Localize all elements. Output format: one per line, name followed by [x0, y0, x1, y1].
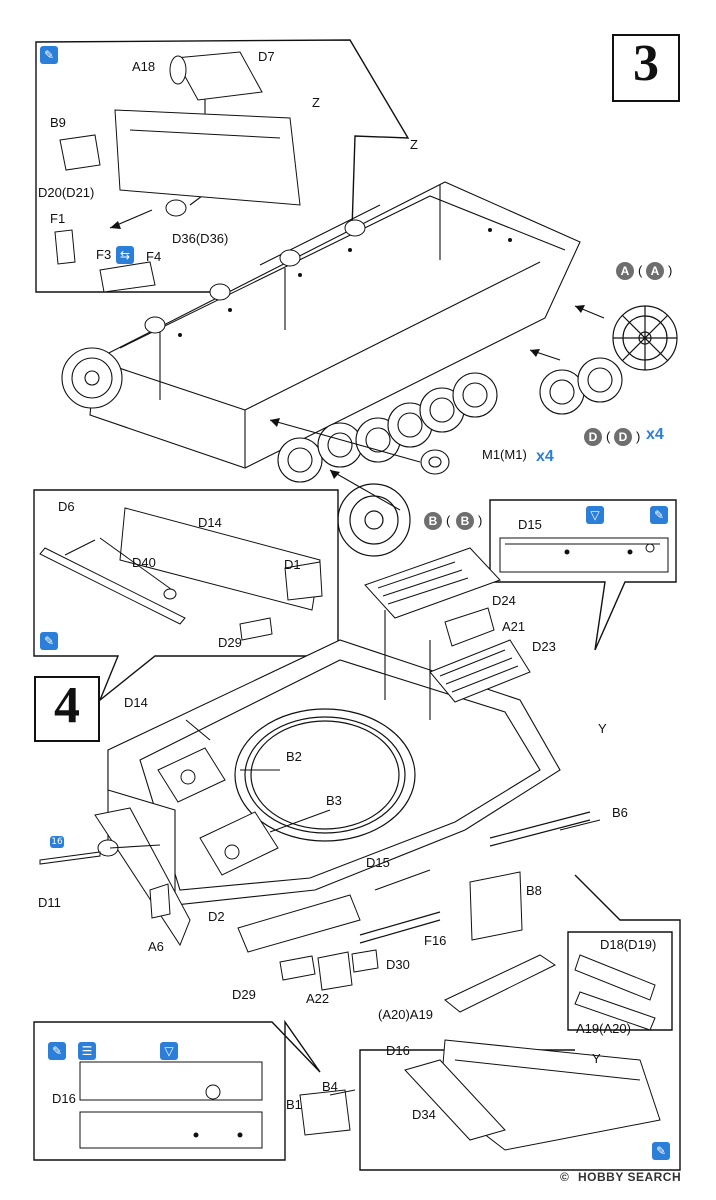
- label-b3: B3: [326, 793, 342, 808]
- cement-icon-bottom-right: ✎: [652, 1142, 670, 1160]
- label-a19a20: A19(A20): [576, 1021, 631, 1036]
- label-b2: B2: [286, 749, 302, 764]
- callout-b-paren-open: (: [446, 513, 451, 528]
- callout-b-paren-close: ): [478, 513, 483, 528]
- cement-icon-step4-left: ✎: [40, 632, 58, 650]
- label-d29-main: D29: [232, 987, 256, 1002]
- length-icon: 16: [50, 836, 64, 848]
- label-z-main: Z: [410, 137, 418, 152]
- label-a21: A21: [502, 619, 526, 634]
- label-a18: A18: [132, 59, 156, 74]
- cement-icon: ✎: [40, 46, 58, 64]
- quantity-m1: x4: [536, 448, 554, 465]
- step4-arrows: [64, 539, 601, 891]
- label-d24: D24: [492, 593, 516, 608]
- label-m1: M1(M1): [482, 447, 527, 462]
- label-z-inset: Z: [312, 95, 320, 110]
- turret-ring: [234, 708, 416, 842]
- flip-icon: ⇆: [116, 246, 134, 264]
- engine-grilles: [364, 547, 531, 703]
- label-y-main: Y: [598, 721, 607, 736]
- road-wheels: [277, 357, 623, 483]
- label-f3: F3: [96, 247, 112, 262]
- label-d40: D40: [132, 555, 156, 570]
- cement-icon-step4-right: ✎: [650, 506, 668, 524]
- step3-number: 3: [612, 34, 680, 102]
- callout-a-paren-close: ): [668, 263, 673, 278]
- step4-right-inset-parts: [499, 537, 669, 573]
- label-d36: D36(D36): [172, 231, 229, 246]
- drill-icon-bottom: ▽: [160, 1042, 178, 1060]
- step3-inset-parts: [54, 51, 301, 293]
- label-d2: D2: [208, 909, 225, 924]
- callout-b-left: B: [424, 512, 442, 530]
- label-d14-inset: D14: [198, 515, 222, 530]
- step4-left-inset-parts: [39, 507, 323, 641]
- label-a6: A6: [148, 939, 164, 954]
- drive-sprocket-b: [337, 483, 411, 557]
- callout-d-right: D: [614, 428, 632, 446]
- watermark-brand: HOBBY SEARCH: [578, 1170, 682, 1184]
- label-b8: B8: [526, 883, 542, 898]
- label-a20a19: (A20)A19: [378, 1007, 433, 1022]
- label-d29-inset: D29: [218, 635, 242, 650]
- label-d16-main: D16: [386, 1043, 410, 1058]
- label-d1: D1: [284, 557, 301, 572]
- callout-d-paren-open: (: [606, 429, 611, 444]
- label-d11: D11: [38, 895, 61, 910]
- step4-left-inset-outline: [33, 489, 339, 703]
- hatches: [157, 747, 279, 876]
- label-b6: B6: [612, 805, 628, 820]
- callout-a-left: A: [616, 262, 634, 280]
- label-d14-main: D14: [124, 695, 148, 710]
- watermark-glyph: ©: [560, 1170, 570, 1184]
- label-b9: B9: [50, 115, 66, 130]
- label-b4: B4: [322, 1079, 338, 1094]
- label-b1: B1: [286, 1097, 302, 1112]
- callout-d-paren-close: ): [636, 429, 641, 444]
- label-d15-main: D15: [366, 855, 390, 870]
- label-d6: D6: [58, 499, 75, 514]
- step4-bottom-right-frame: [359, 874, 681, 1171]
- label-d15-inset: D15: [518, 517, 542, 532]
- d11-pin: [39, 851, 101, 865]
- drive-sprocket-left: [61, 347, 123, 409]
- callout-d-left: D: [584, 428, 602, 446]
- label-d16-inset: D16: [52, 1091, 76, 1106]
- callout-a-right: A: [646, 262, 664, 280]
- bottom-inset-parts: [79, 1061, 263, 1149]
- step4-number: 4: [34, 676, 100, 742]
- callout-b-right: B: [456, 512, 474, 530]
- bottom-assembly: [299, 954, 661, 1151]
- label-y-bottom: Y: [592, 1051, 601, 1066]
- label-d18: D18(D19): [600, 937, 657, 952]
- label-d30: D30: [386, 957, 410, 972]
- return-rollers: [144, 219, 366, 334]
- front-plate-a6: [94, 807, 191, 947]
- label-f1: F1: [50, 211, 66, 226]
- label-d23: D23: [532, 639, 556, 654]
- front-lower-parts: [237, 871, 523, 991]
- drill-icon: ▽: [586, 506, 604, 524]
- label-a22: A22: [306, 991, 330, 1006]
- hull-rivets: [178, 228, 512, 337]
- label-d20: D20(D21): [38, 185, 95, 200]
- label-f4: F4: [146, 249, 162, 264]
- callout-a-paren-open: (: [638, 263, 643, 278]
- rails: [359, 811, 591, 944]
- cement-icon-bottom-inset: ✎: [48, 1042, 66, 1060]
- label-d7: D7: [258, 49, 275, 64]
- m1-part: [420, 449, 450, 475]
- quantity-d: x4: [646, 426, 664, 443]
- label-d34: D34: [412, 1107, 436, 1122]
- striped-icon: ☰: [78, 1042, 96, 1060]
- idler-wheel-a: [612, 305, 678, 371]
- label-f16: F16: [424, 933, 447, 948]
